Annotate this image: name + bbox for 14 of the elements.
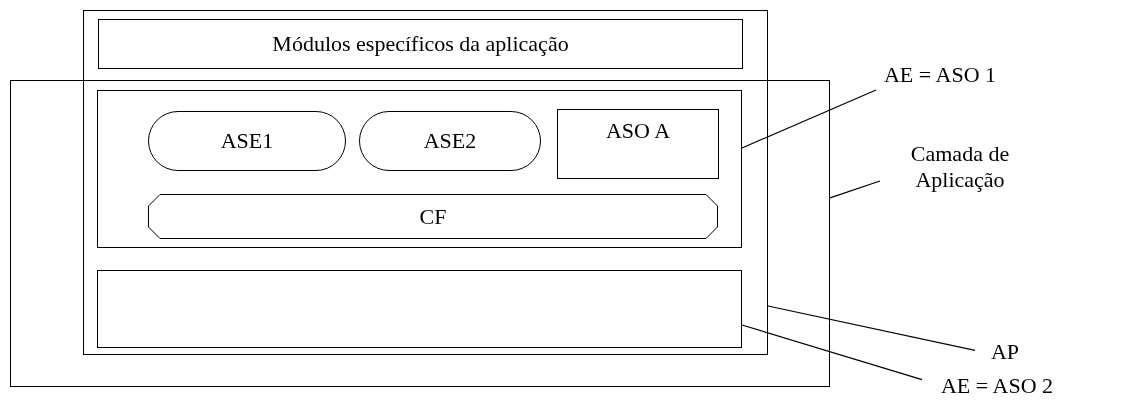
leader-line	[767, 305, 976, 351]
leader-label: AE = ASO 2	[922, 370, 1072, 402]
module-box: Módulos específicos da aplicação	[98, 19, 743, 69]
object-box: ASO A	[557, 109, 719, 179]
frame-box	[83, 10, 768, 355]
leader-line	[829, 180, 881, 199]
leader-line	[741, 324, 923, 381]
group-box	[97, 90, 742, 248]
leader-label: Camada de Aplicação	[880, 132, 1040, 202]
empty-box	[97, 270, 742, 348]
leader-label: AE = ASO 1	[860, 60, 1020, 90]
leader-label: AP	[975, 336, 1035, 368]
layer-box	[10, 80, 830, 387]
leader-line	[741, 89, 877, 149]
